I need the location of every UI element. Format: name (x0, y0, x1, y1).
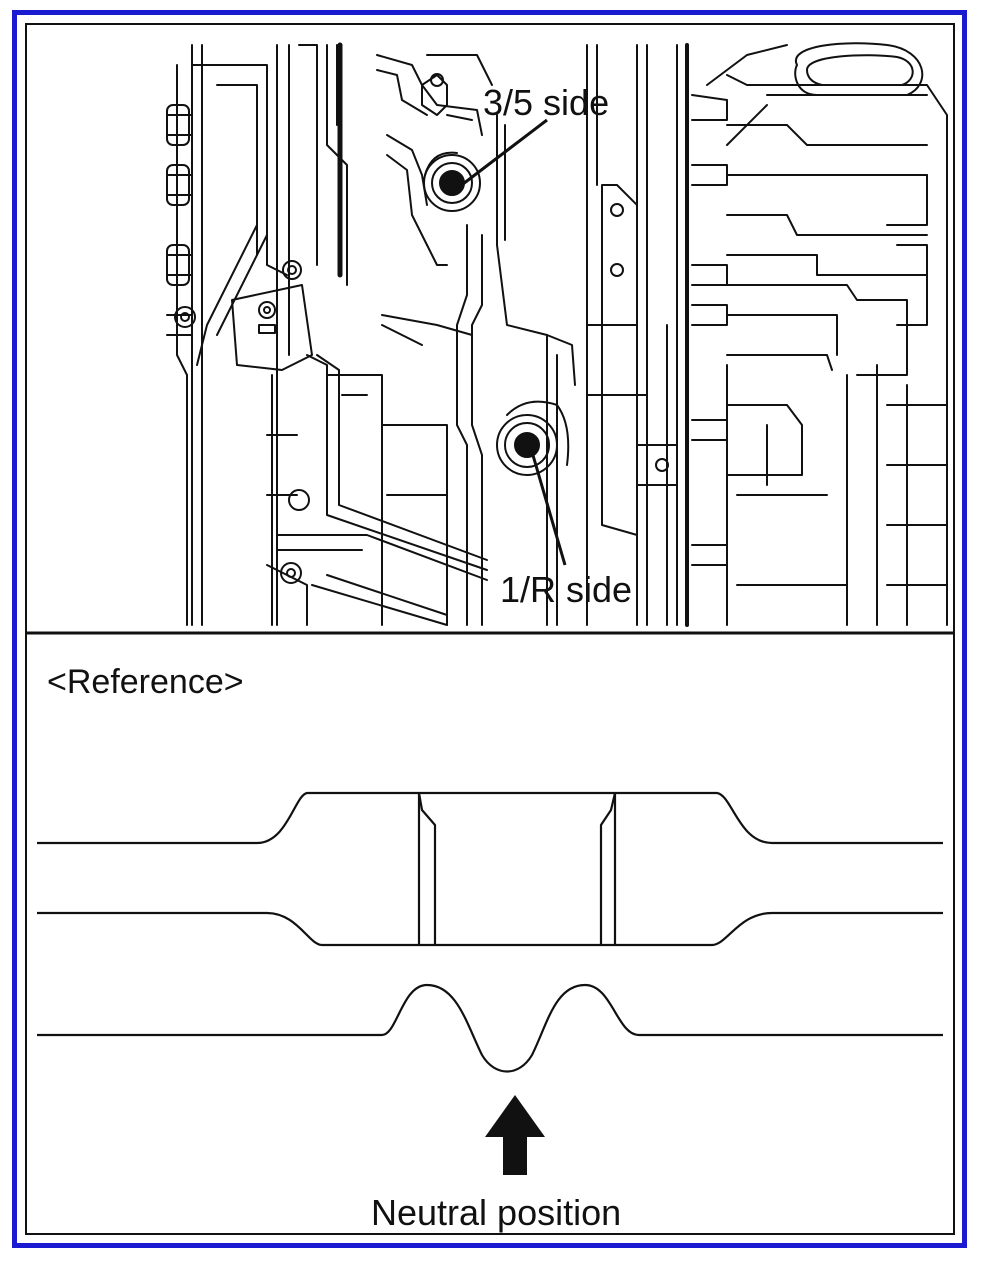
diagram-drawing (27, 42, 953, 1175)
outer-blue-frame: 3/5 side 1/R side <Reference> Neutral po… (12, 10, 967, 1248)
figure-panel: 3/5 side 1/R side <Reference> Neutral po… (25, 23, 955, 1235)
block-bottom-edge (37, 911, 943, 947)
callout-leaders (458, 118, 567, 566)
detent-wave (37, 983, 943, 1073)
neutral-arrow-icon (485, 1095, 545, 1175)
reference-profile (37, 791, 943, 1073)
leader-line-3-5 (458, 118, 548, 189)
leader-line-1-r (528, 444, 567, 566)
block-top-edge (37, 791, 943, 845)
callout-label-1-r-side: 1/R side (500, 569, 633, 610)
callout-label-3-5-side: 3/5 side (483, 82, 610, 123)
reference-title: <Reference> (47, 663, 244, 701)
neutral-position-label: Neutral position (371, 1192, 622, 1233)
engine-line-drawing (166, 42, 948, 627)
slot-right (599, 792, 617, 945)
slot-left (417, 792, 437, 945)
